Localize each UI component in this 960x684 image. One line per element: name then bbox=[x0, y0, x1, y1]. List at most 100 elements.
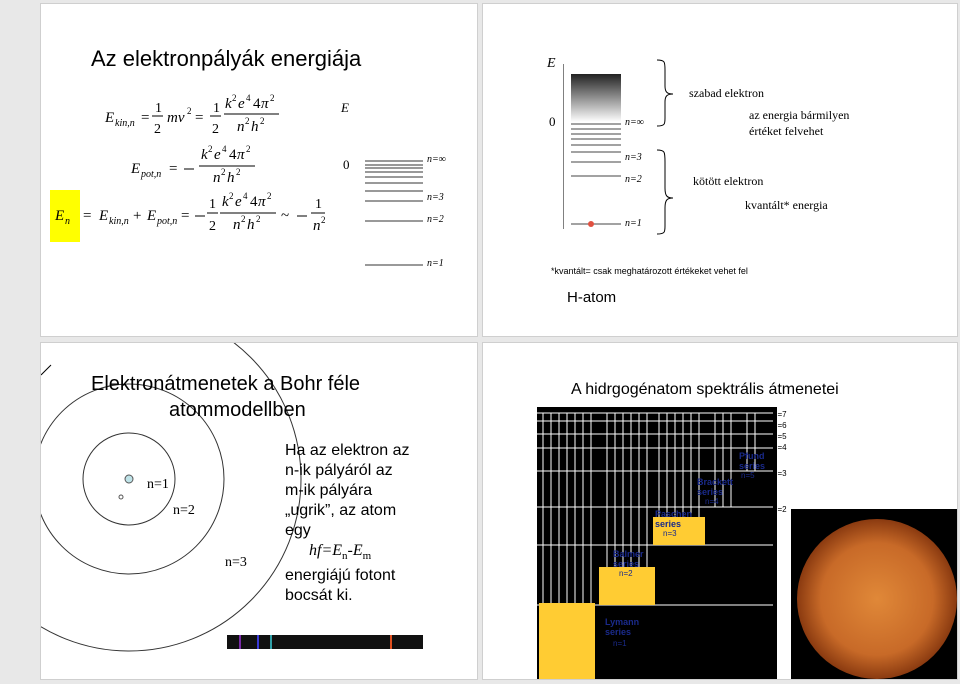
level-label: n=2 bbox=[773, 505, 787, 514]
svg-text:k: k bbox=[222, 194, 229, 210]
series-n-lyman: n=1 bbox=[613, 639, 627, 648]
series-name: Brackett bbox=[697, 477, 734, 487]
series-label-paschen: Paschen series bbox=[655, 509, 692, 529]
svg-text:4: 4 bbox=[229, 147, 237, 163]
svg-text:4: 4 bbox=[253, 96, 261, 112]
title-line-2: atommodellben bbox=[169, 399, 306, 421]
level-label: n=3 bbox=[773, 469, 787, 478]
level-label-2: n=2 bbox=[427, 214, 444, 225]
transition-diagram bbox=[537, 407, 777, 679]
energy-axis-label: E bbox=[547, 56, 556, 71]
series-label-lyman: Lymann series bbox=[605, 617, 639, 637]
svg-text:E: E bbox=[130, 161, 140, 177]
level-lines bbox=[365, 160, 423, 266]
svg-text:e: e bbox=[235, 194, 242, 210]
svg-text:~: ~ bbox=[281, 208, 289, 224]
svg-text:n: n bbox=[65, 216, 70, 227]
level-label-inf: n=∞ bbox=[625, 117, 644, 128]
svg-text:2: 2 bbox=[246, 144, 251, 154]
orbit-label-n3: n=3 bbox=[225, 555, 247, 570]
series-name: Balmer bbox=[613, 549, 644, 559]
footnote: *kvantált= csak meghatározott értékeket … bbox=[551, 266, 748, 276]
svg-text:e: e bbox=[214, 147, 221, 163]
series-label-balmer: Balmer series bbox=[613, 549, 644, 569]
explanation-line: „ugrik”, az atom bbox=[285, 502, 397, 519]
svg-text:n: n bbox=[237, 119, 245, 135]
svg-text:2: 2 bbox=[209, 219, 216, 234]
svg-text:2: 2 bbox=[321, 215, 326, 225]
series-n-brackett: n=4 bbox=[705, 497, 719, 506]
level-label-1: n=1 bbox=[427, 258, 444, 269]
bohr-orbits bbox=[41, 343, 423, 652]
slide-bohr-transitions: Elektronátmenetek a Bohr féle atommodell… bbox=[40, 342, 478, 680]
level-label: n=7 bbox=[773, 410, 787, 419]
svg-text:π: π bbox=[261, 96, 269, 112]
explanation-text: Ha az elektron az n-ik pályáról az m-ik … bbox=[285, 441, 410, 606]
svg-text:E: E bbox=[104, 110, 114, 126]
orbit-n3 bbox=[41, 343, 302, 652]
svg-text:k: k bbox=[201, 147, 208, 163]
photon-formula: hf=En-Em bbox=[285, 541, 410, 566]
free-electron-note-2: értéket felvehet bbox=[749, 124, 824, 138]
series-word: series bbox=[739, 461, 766, 471]
bound-electron-label: kötött elektron bbox=[693, 174, 764, 188]
series-n-balmer: n=2 bbox=[619, 569, 633, 578]
series-n-paschen: n=3 bbox=[663, 529, 677, 538]
svg-text:pot,n: pot,n bbox=[140, 169, 161, 180]
braces bbox=[656, 59, 674, 235]
svg-text:1: 1 bbox=[315, 197, 322, 212]
free-electron-label: szabad elektron bbox=[689, 86, 764, 100]
level-label-3: n=3 bbox=[427, 192, 444, 203]
svg-text:h: h bbox=[247, 217, 255, 233]
svg-text:n: n bbox=[213, 170, 221, 186]
series-name: Lymann bbox=[605, 617, 640, 627]
svg-text:n: n bbox=[313, 218, 321, 234]
series-label-brackett: Brackett series bbox=[697, 477, 733, 497]
svg-text:2: 2 bbox=[260, 116, 265, 126]
quantized-energy-label: kvantált* energia bbox=[745, 198, 828, 212]
svg-text:2: 2 bbox=[221, 167, 226, 177]
svg-text:=: = bbox=[169, 161, 177, 177]
svg-text:4: 4 bbox=[222, 144, 227, 154]
svg-text:pot,n: pot,n bbox=[156, 216, 177, 227]
svg-text:1: 1 bbox=[209, 197, 216, 212]
svg-text:h: h bbox=[227, 170, 235, 186]
series-word: series bbox=[655, 519, 682, 529]
svg-text:2: 2 bbox=[270, 93, 275, 103]
level-label-inf: n=∞ bbox=[427, 154, 446, 165]
svg-text:2: 2 bbox=[256, 214, 261, 224]
slide-hydrogen-levels: E 0 n=∞ n=3 n=2 n=1 szabad elekt bbox=[482, 3, 958, 337]
series-word: series bbox=[605, 627, 632, 637]
level-label: n=4 bbox=[773, 443, 787, 452]
orbit-n1 bbox=[82, 432, 176, 526]
zero-label: 0 bbox=[549, 114, 556, 129]
caption: H-atom bbox=[567, 289, 617, 306]
formula-sub-n: n bbox=[342, 550, 348, 563]
series-label-pfund: Pfund series bbox=[739, 451, 765, 471]
level-label: n=5 bbox=[773, 432, 787, 441]
svg-text:π: π bbox=[237, 147, 245, 163]
svg-text:kin,n: kin,n bbox=[109, 216, 129, 227]
svg-text:E: E bbox=[146, 208, 156, 224]
explanation-line: egy bbox=[285, 522, 311, 539]
series-word: series bbox=[613, 559, 640, 569]
svg-text:+: + bbox=[133, 208, 141, 224]
slide-title: Az elektronpályák energiája bbox=[91, 46, 362, 71]
svg-text:E: E bbox=[98, 208, 108, 224]
svg-text:1: 1 bbox=[155, 101, 162, 116]
svg-text:h: h bbox=[251, 119, 259, 135]
explanation-line: Ha az elektron az bbox=[285, 442, 410, 459]
svg-text:=: = bbox=[141, 110, 149, 126]
sun-photo bbox=[791, 509, 957, 679]
svg-text:2: 2 bbox=[229, 191, 234, 201]
energy-axis-label: E bbox=[341, 100, 349, 115]
svg-text:1: 1 bbox=[213, 101, 220, 116]
svg-text:kin,n: kin,n bbox=[115, 118, 135, 129]
zero-label: 0 bbox=[343, 157, 350, 172]
svg-text:e: e bbox=[238, 96, 245, 112]
explanation-line: m-ik pályára bbox=[285, 482, 373, 499]
slide-title: A hidrgogénatom spektrális átmenetei bbox=[571, 381, 839, 398]
energy-formulas: E kin,n = 1 2 mv 2 = 1 2 k 2 e 4 4 π 2 n… bbox=[50, 93, 326, 242]
svg-text:=: = bbox=[181, 208, 189, 224]
explanation-line: n-ik pályáról az bbox=[285, 462, 393, 479]
